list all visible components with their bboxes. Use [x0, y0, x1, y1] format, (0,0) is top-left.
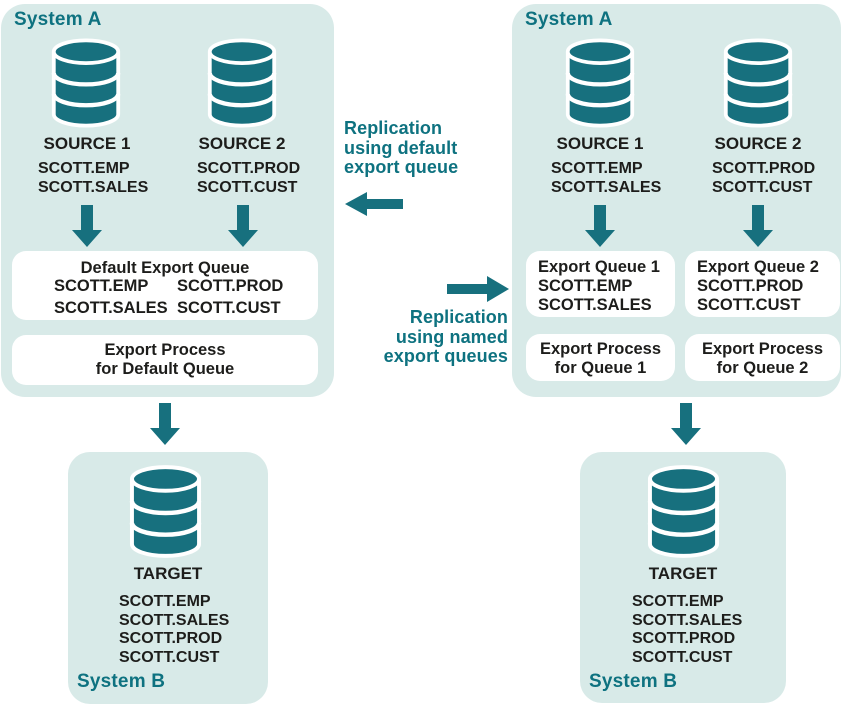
- default-export-queue-title: Default Export Queue: [80, 259, 250, 277]
- default-export-queue-box: Default Export Queue SCOTT.EMP SCOTT.SAL…: [12, 251, 318, 320]
- left-target-database-icon: [128, 465, 203, 558]
- replication-named-right-arrow-icon: [447, 276, 509, 302]
- left-source1-down-arrow-icon: [72, 205, 102, 247]
- default-export-process-box: Export Process for Default Queue: [12, 335, 318, 385]
- export-queue-1-lines: Export Queue 1 SCOTT.EMP SCOTT.SALES: [538, 258, 660, 314]
- export-process-1-box: Export Process for Queue 1: [526, 334, 675, 381]
- right-source1-label: SOURCE 1: [556, 134, 644, 153]
- default-export-process-label: Export Process for Default Queue: [95, 341, 235, 378]
- default-export-queue-col1: SCOTT.EMP SCOTT.SALES: [54, 277, 168, 317]
- left-source2-down-arrow-icon: [228, 205, 258, 247]
- left-source1-tables: SCOTT.EMP SCOTT.SALES: [38, 160, 149, 196]
- right-source2-tables: SCOTT.PROD SCOTT.CUST: [712, 160, 816, 196]
- left-source1-database-icon: [50, 38, 122, 128]
- right-target-tables: SCOTT.EMP SCOTT.SALES SCOTT.PROD SCOTT.C…: [632, 593, 743, 666]
- export-process-2-label: Export Process for Queue 2: [701, 340, 824, 377]
- left-target-tables: SCOTT.EMP SCOTT.SALES SCOTT.PROD SCOTT.C…: [119, 593, 230, 666]
- right-system-b-panel: TARGET SCOTT.EMP SCOTT.SALES SCOTT.PROD …: [580, 452, 786, 703]
- left-source2-label: SOURCE 2: [198, 134, 286, 153]
- left-source2-database-icon: [206, 38, 278, 128]
- export-queue-2-lines: Export Queue 2 SCOTT.PROD SCOTT.CUST: [697, 258, 819, 314]
- right-source1-database-icon: [564, 38, 636, 128]
- export-queue-2-box: Export Queue 2 SCOTT.PROD SCOTT.CUST: [685, 251, 840, 317]
- replication-named-label: Replication using named export queues: [383, 307, 508, 366]
- export-process-2-box: Export Process for Queue 2: [685, 334, 840, 381]
- left-source1-label: SOURCE 1: [43, 134, 131, 153]
- export-process-1-label: Export Process for Queue 1: [539, 340, 662, 377]
- left-system-b-title: System B: [77, 671, 166, 692]
- right-source1-down-arrow-icon: [585, 205, 615, 247]
- left-source2-tables: SCOTT.PROD SCOTT.CUST: [197, 160, 301, 196]
- export-queue-1-box: Export Queue 1 SCOTT.EMP SCOTT.SALES: [526, 251, 675, 317]
- right-system-b-title: System B: [589, 671, 678, 692]
- right-target-database-icon: [646, 465, 721, 558]
- left-system-a-to-b-arrow-icon: [150, 402, 180, 446]
- left-system-a-panel: System A SOURCE 1 SOURCE 2 SCOTT.EMP SCO…: [1, 4, 334, 397]
- right-system-a-title: System A: [525, 9, 613, 30]
- right-target-label: TARGET: [648, 564, 718, 583]
- right-source1-tables: SCOTT.EMP SCOTT.SALES: [551, 160, 662, 196]
- right-system-a-to-b-arrow-icon: [671, 402, 701, 446]
- left-system-a-title: System A: [14, 9, 102, 30]
- right-source2-down-arrow-icon: [743, 205, 773, 247]
- replication-default-left-arrow-icon: [345, 192, 403, 216]
- default-export-queue-col2: SCOTT.PROD SCOTT.CUST: [177, 277, 284, 317]
- right-system-a-panel: System A SOURCE 1 SOURCE 2 SCOTT.EMP SCO…: [512, 4, 841, 397]
- right-source2-database-icon: [722, 38, 794, 128]
- left-target-label: TARGET: [133, 564, 203, 583]
- replication-default-label: Replication using default export queue: [344, 118, 459, 177]
- left-system-b-panel: TARGET SCOTT.EMP SCOTT.SALES SCOTT.PROD …: [68, 452, 268, 704]
- right-source2-label: SOURCE 2: [714, 134, 802, 153]
